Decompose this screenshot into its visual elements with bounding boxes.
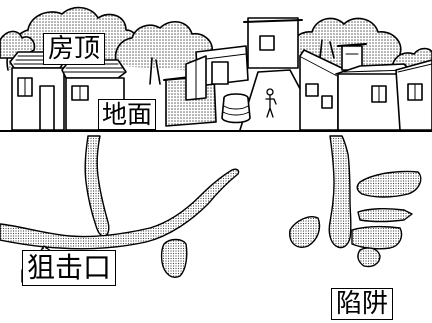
gate-tower-roof [243, 19, 303, 23]
house-right-window [305, 83, 319, 97]
tunnel-chamber [160, 238, 188, 278]
tunnel-chamber-upper-right [356, 170, 422, 198]
tunnel-shaft-right [328, 135, 352, 249]
person-figure [265, 88, 277, 118]
gate-door [211, 61, 229, 85]
gate-tower-window [259, 35, 275, 51]
house-left-door [39, 85, 55, 131]
village-scene [0, 6, 432, 131]
label-ground: 地面 [98, 99, 157, 130]
house-right-window-2 [321, 95, 333, 109]
house-left-wall [11, 67, 65, 131]
label-roof: 房顶 [43, 33, 106, 65]
label-trap: 陷阱 [331, 288, 394, 320]
label-sniper-port: 狙击口 [22, 250, 117, 286]
tree-trunk [319, 39, 335, 59]
tunnel-shaft-left [84, 135, 110, 237]
tunnel-trap-branch [351, 225, 403, 250]
tunnel-pocket [289, 216, 321, 248]
tunnel-main [0, 168, 240, 250]
tunnel-lower-right [357, 207, 413, 223]
tunnel-pit [357, 247, 381, 268]
well-body [221, 97, 251, 124]
